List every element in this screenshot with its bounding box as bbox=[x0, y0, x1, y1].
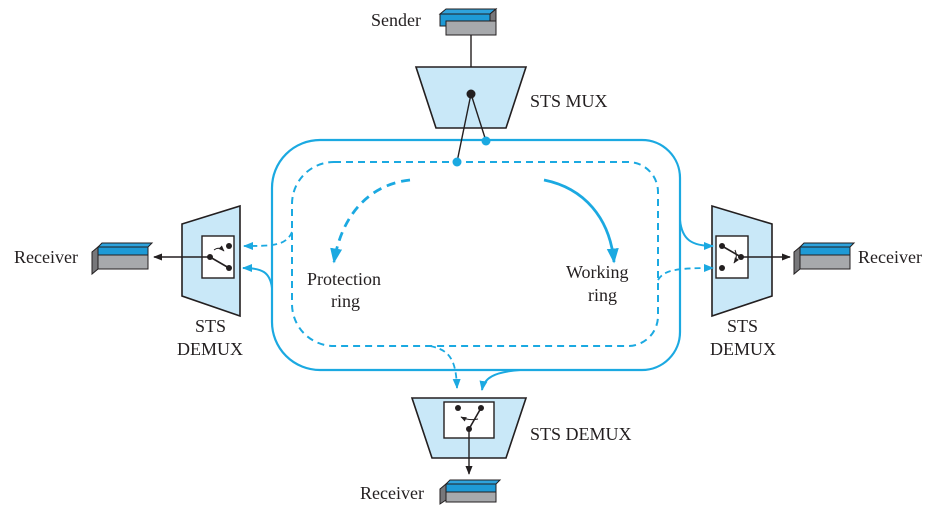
left-working-feed bbox=[242, 264, 273, 289]
mux-to-working-line bbox=[470, 93, 487, 142]
right-receiver-device-icon bbox=[793, 242, 856, 276]
bottom-working-feed bbox=[479, 369, 521, 391]
sender-label: Sender bbox=[371, 10, 421, 30]
protection-ring-junction bbox=[452, 157, 462, 167]
bottom-demux-label: STS DEMUX bbox=[530, 424, 632, 444]
left-receiver-label: Receiver bbox=[14, 247, 78, 267]
sender-device-icon bbox=[438, 7, 498, 36]
working-ring-arrow bbox=[543, 178, 619, 264]
working-label-line1: Working bbox=[566, 262, 629, 282]
left-receiver-device-icon bbox=[91, 242, 154, 276]
working-ring bbox=[270, 138, 682, 372]
left-protection-feed bbox=[243, 231, 293, 250]
protection-ring-arrow bbox=[330, 178, 411, 264]
bottom-demux-switch bbox=[468, 407, 482, 430]
working-ring-junction bbox=[481, 136, 491, 146]
mux-to-protection-line bbox=[456, 93, 472, 163]
left-demux-switch bbox=[209, 256, 230, 269]
right-working-feed bbox=[679, 219, 714, 250]
right-demux-label-line2: DEMUX bbox=[710, 339, 776, 359]
right-demux-switch bbox=[721, 245, 742, 258]
bottom-receiver-device-icon bbox=[439, 479, 502, 505]
bottom-receiver-label: Receiver bbox=[360, 483, 424, 503]
sts-mux-label: STS MUX bbox=[530, 91, 608, 111]
protection-label-line2: ring bbox=[331, 291, 360, 311]
left-demux-label-line1: STS bbox=[195, 316, 226, 336]
bottom-protection-feed bbox=[429, 345, 461, 389]
protection-ring bbox=[291, 161, 659, 347]
left-demux-label-line2: DEMUX bbox=[177, 339, 243, 359]
right-receiver-label: Receiver bbox=[858, 247, 922, 267]
working-label-line2: ring bbox=[588, 285, 617, 305]
right-demux-label-line1: STS bbox=[727, 316, 758, 336]
right-protection-feed bbox=[657, 264, 714, 281]
protection-label-line1: Protection bbox=[307, 269, 381, 289]
